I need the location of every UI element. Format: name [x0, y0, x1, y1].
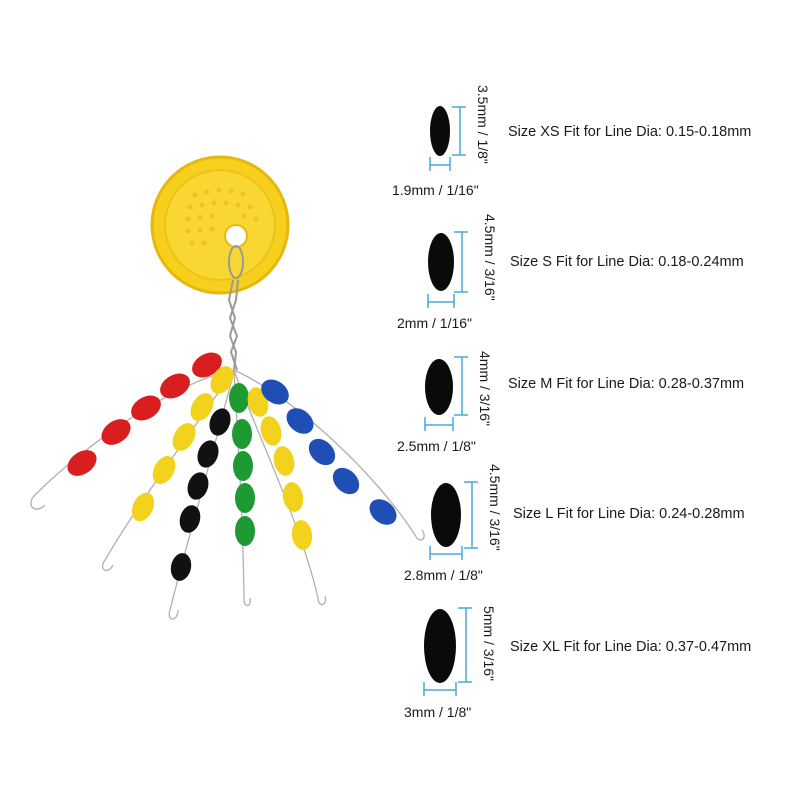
size-description: Size M Fit for Line Dia: 0.28-0.37mm [508, 376, 745, 392]
yellow-holder-card [150, 155, 290, 295]
bead-silhouette-icon [428, 233, 454, 291]
height-label: 4mm / 3/16" [477, 351, 493, 426]
width-label: 2.5mm / 1/8" [397, 438, 476, 454]
height-label: 5mm / 3/16" [481, 606, 497, 681]
dimension-arrow-icon [429, 481, 478, 560]
size-row-xl: 5mm / 3/16" 3mm / 1/8" Size XL Fit for L… [0, 590, 800, 720]
red-bead-strand [67, 352, 222, 476]
bead-silhouette-icon [425, 359, 453, 415]
bead-silhouette-icon [431, 483, 461, 547]
size-description: Size S Fit for Line Dia: 0.18-0.24mm [510, 254, 744, 270]
dimension-arrow-icon [423, 607, 472, 696]
size-description: Size XL Fit for Line Dia: 0.37-0.47mm [510, 639, 752, 655]
width-label: 3mm / 1/8" [404, 704, 472, 720]
size-description: Size XS Fit for Line Dia: 0.15-0.18mm [508, 124, 752, 140]
blue-bead-strand [261, 379, 397, 525]
height-label: 3.5mm / 1/8" [475, 85, 491, 164]
size-row-m: 4mm / 3/16" 2.5mm / 1/8" Size M Fit for … [0, 345, 800, 475]
wire-ring [227, 245, 244, 371]
bead-silhouette-icon [430, 106, 450, 156]
height-label: 4.5mm / 3/16" [487, 464, 503, 551]
height-label: 4.5mm / 3/16" [482, 214, 498, 301]
yellow-bead-strand [131, 366, 234, 522]
size-row-xs: 3.5mm / 1/8" 1.9mm / 1/16" Size XS Fit f… [0, 85, 800, 215]
size-description: Size L Fit for Line Dia: 0.24-0.28mm [513, 506, 745, 522]
black-bead-strand [170, 408, 231, 581]
dimension-arrow-icon [424, 356, 468, 431]
size-row-l: 4.5mm / 3/16" 2.8mm / 1/8" Size L Fit fo… [0, 460, 800, 590]
dimension-arrow-icon [427, 231, 468, 308]
width-label: 2mm / 1/16" [397, 315, 472, 331]
dimension-arrow-icon [429, 106, 466, 171]
width-label: 1.9mm / 1/16" [392, 182, 479, 198]
width-label: 2.8mm / 1/8" [404, 567, 483, 583]
green-bead-strand [229, 383, 255, 546]
bead-silhouette-icon [424, 609, 456, 683]
size-row-s: 4.5mm / 3/16" 2mm / 1/16" Size S Fit for… [0, 210, 800, 340]
